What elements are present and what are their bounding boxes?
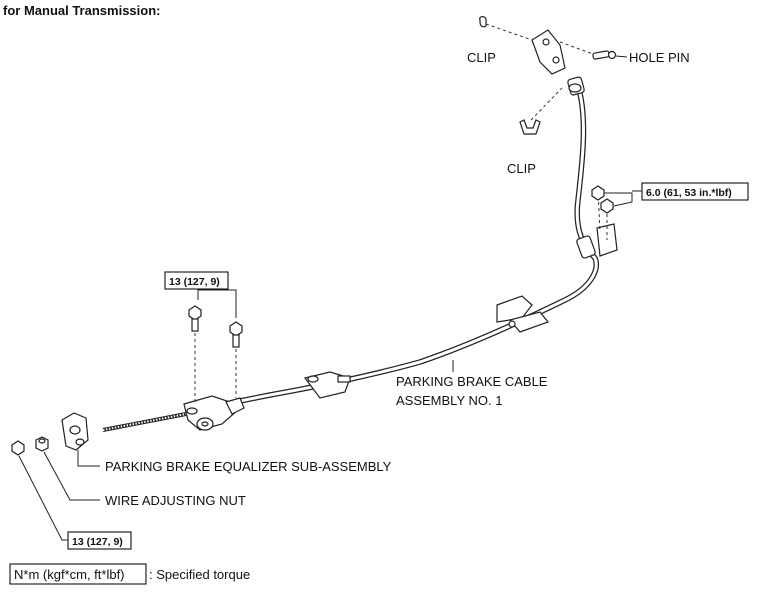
hole-pin-label: HOLE PIN — [629, 50, 690, 65]
torque-box-middle-frame — [164, 271, 229, 290]
wire-nut-label: WIRE ADJUSTING NUT — [105, 493, 246, 508]
legend-box: N*m (kgf*cm, ft*lbf) — [14, 567, 125, 582]
bolt-middle-1 — [188, 305, 202, 402]
parking-brake-equalizer — [61, 412, 89, 451]
bolt-middle-2 — [229, 321, 243, 398]
torque-bottom: 13 (127, 9) — [72, 536, 123, 548]
legend-text: : Specified torque — [149, 567, 250, 582]
legend-box-frame — [9, 563, 147, 585]
cable-end-bracket — [183, 395, 245, 431]
bolt-right-2 — [600, 198, 614, 214]
torque-box-bottom-frame — [67, 531, 132, 550]
cable-lower-bracket — [303, 371, 351, 399]
cable-mid-bracket — [496, 295, 549, 333]
hole-pin — [559, 41, 628, 60]
parking-brake-cable — [232, 76, 599, 405]
equalizer-label: PARKING BRAKE EQUALIZER SUB-ASSEMBLY — [105, 459, 392, 474]
bolt-right-1 — [591, 185, 605, 201]
torque-right: 6.0 (61, 53 in.*lbf) — [646, 187, 732, 199]
torque-middle: 13 (127, 9) — [169, 276, 220, 288]
cable-label-line1: PARKING BRAKE CABLE — [396, 374, 548, 389]
clip-top — [479, 16, 533, 41]
wire-adjusting-nut — [35, 436, 49, 452]
clip-middle — [519, 87, 563, 135]
cable-label-line2: ASSEMBLY NO. 1 — [396, 393, 502, 408]
nut-bottom-left — [11, 440, 25, 456]
diagram-title: for Manual Transmission: — [3, 3, 160, 18]
clip-top-label: CLIP — [467, 50, 496, 65]
clip-middle-label: CLIP — [507, 161, 536, 176]
cable-end-yoke — [531, 29, 566, 75]
threaded-rod — [102, 412, 187, 432]
